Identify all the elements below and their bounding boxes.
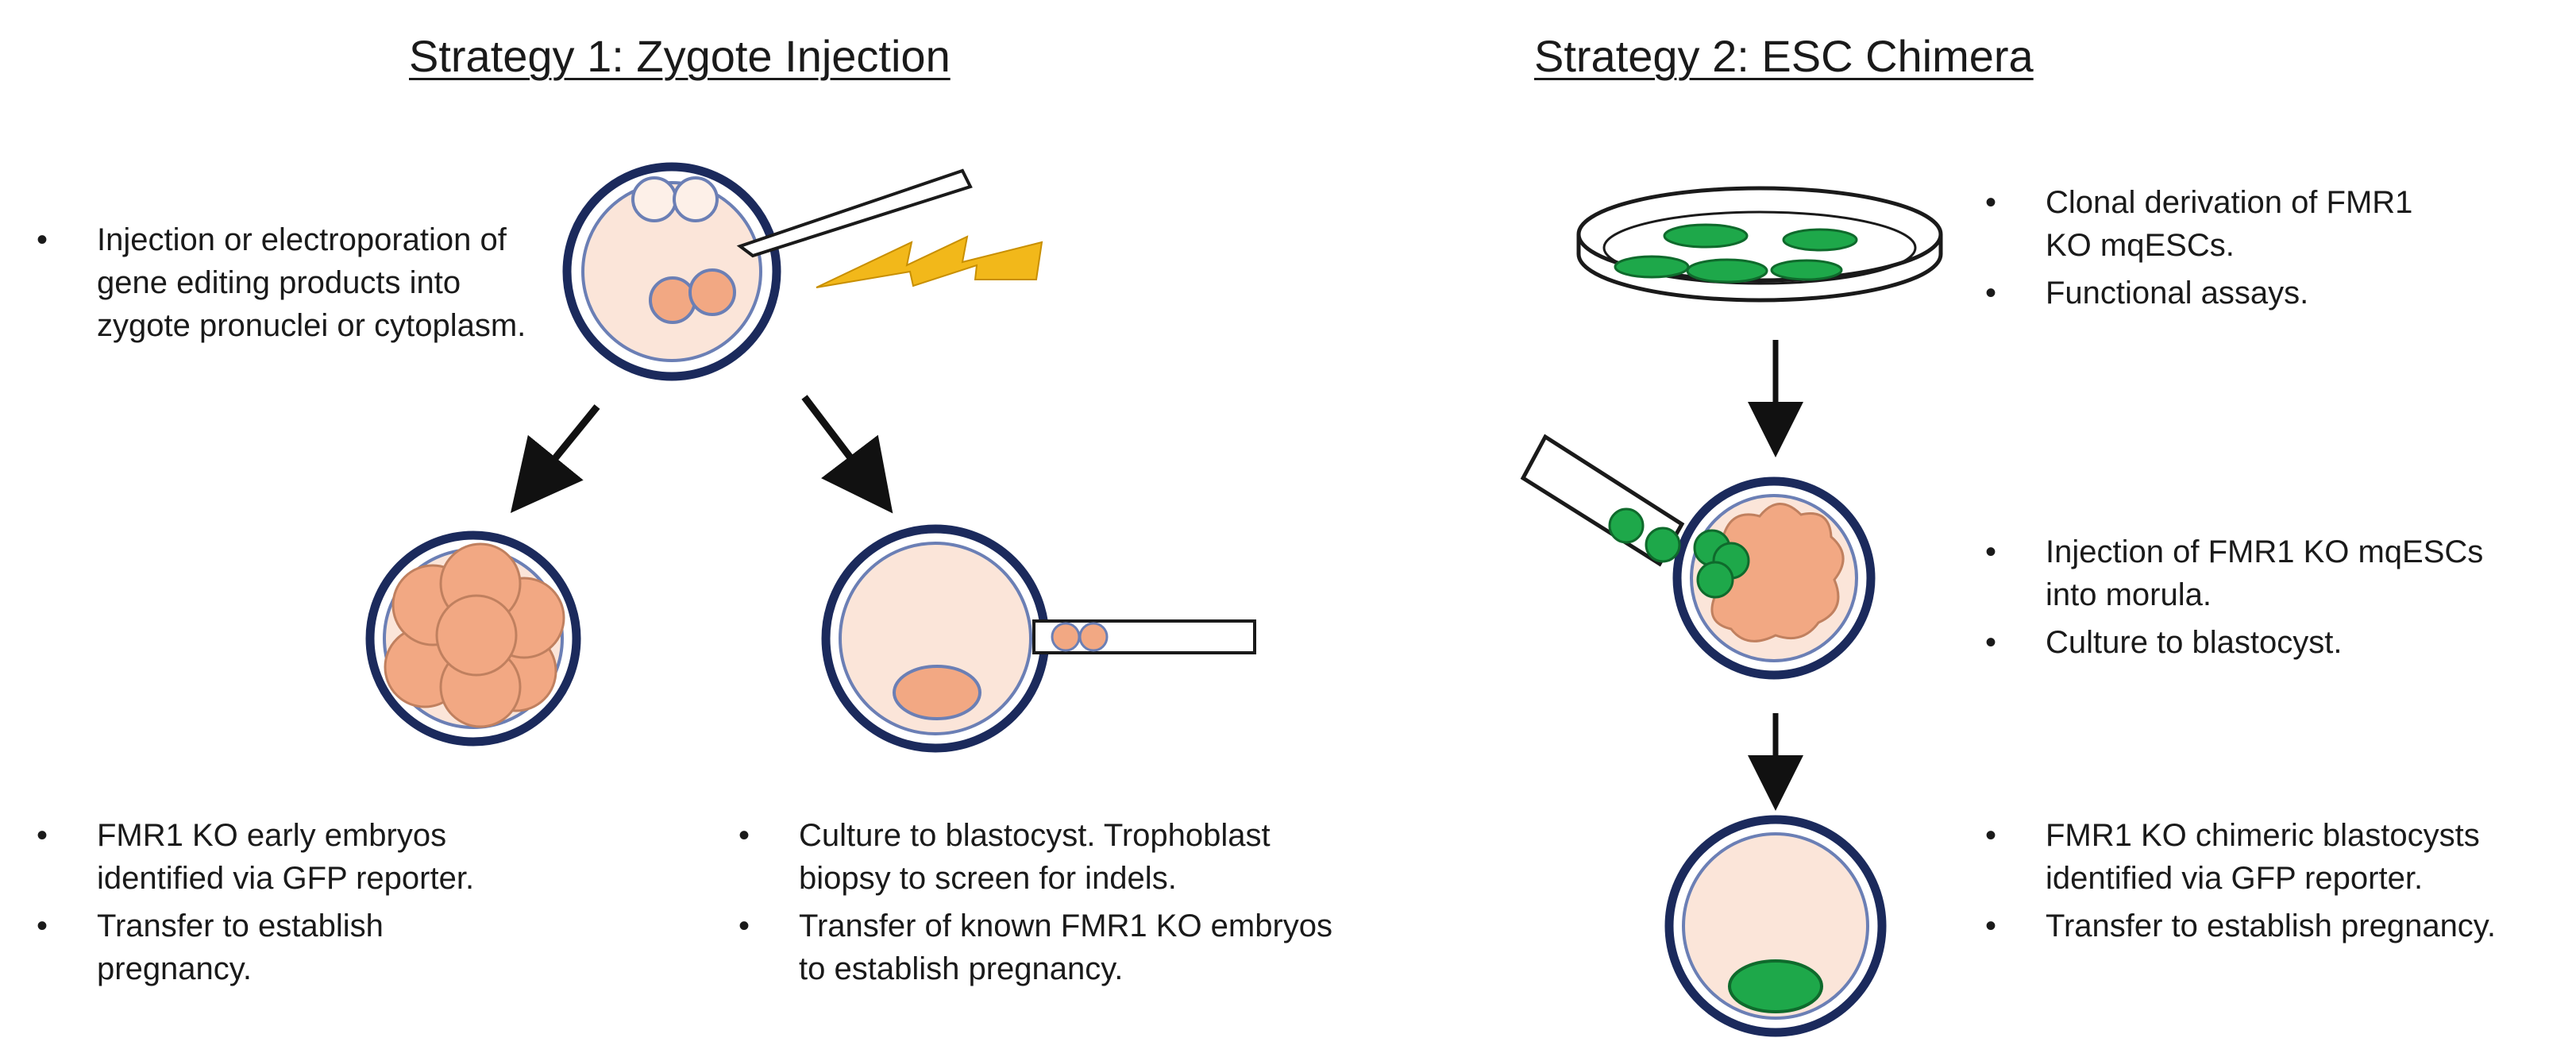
blastocyst-text-list: Culture to blastocyst. Trophoblast biops… [738, 814, 1366, 995]
blastocyst-text-item: Culture to blastocyst. Trophoblast biops… [738, 814, 1366, 900]
derivation-text-item: Clonal derivation of FMR1 KO mqESCs. [1985, 181, 2462, 267]
blastocyst-biopsy-icon [821, 524, 1256, 753]
early-embryo-text-item: Transfer to establish pregnancy. [37, 905, 545, 990]
chimera-text-item: Transfer to establish pregnancy. [1985, 905, 2557, 947]
arrow-to-blastocyst-biopsy [801, 395, 893, 514]
injection-text-list: Injection or electroporation of gene edi… [37, 218, 561, 352]
derivation-text-list: Clonal derivation of FMR1 KO mqESCs. Fun… [1985, 181, 2462, 319]
morula-injection-icon [1520, 434, 1876, 680]
injection-text-item: Injection or electroporation of gene edi… [37, 218, 561, 347]
chimera-text-list: FMR1 KO chimeric blastocysts identified … [1985, 814, 2557, 952]
early-embryo-text-item: FMR1 KO early embryos identified via GFP… [37, 814, 545, 900]
early-embryo-text-list: FMR1 KO early embryos identified via GFP… [37, 814, 545, 995]
chimera-text-item: FMR1 KO chimeric blastocysts identified … [1985, 814, 2557, 900]
petri-dish-icon [1576, 186, 1943, 303]
electroporation-lightning-icon [816, 235, 1043, 288]
strategy1-title: Strategy 1: Zygote Injection [409, 31, 951, 81]
morula-text-item: Injection of FMR1 KO mqESCs into morula. [1985, 530, 2541, 616]
strategy2-title: Strategy 2: ESC Chimera [1534, 31, 2034, 81]
chimeric-blastocyst-icon [1664, 815, 1887, 1037]
injection-needle-icon [736, 168, 973, 258]
blastocyst-text-item: Transfer of known FMR1 KO embryos to est… [738, 905, 1366, 990]
morula-text-list: Injection of FMR1 KO mqESCs into morula.… [1985, 530, 2541, 669]
zygote-icon [562, 162, 781, 381]
early-embryo-icon [365, 530, 581, 747]
morula-text-item: Culture to blastocyst. [1985, 621, 2541, 664]
derivation-text-item: Functional assays. [1985, 272, 2462, 314]
arrow-to-early-embryo [510, 404, 600, 513]
